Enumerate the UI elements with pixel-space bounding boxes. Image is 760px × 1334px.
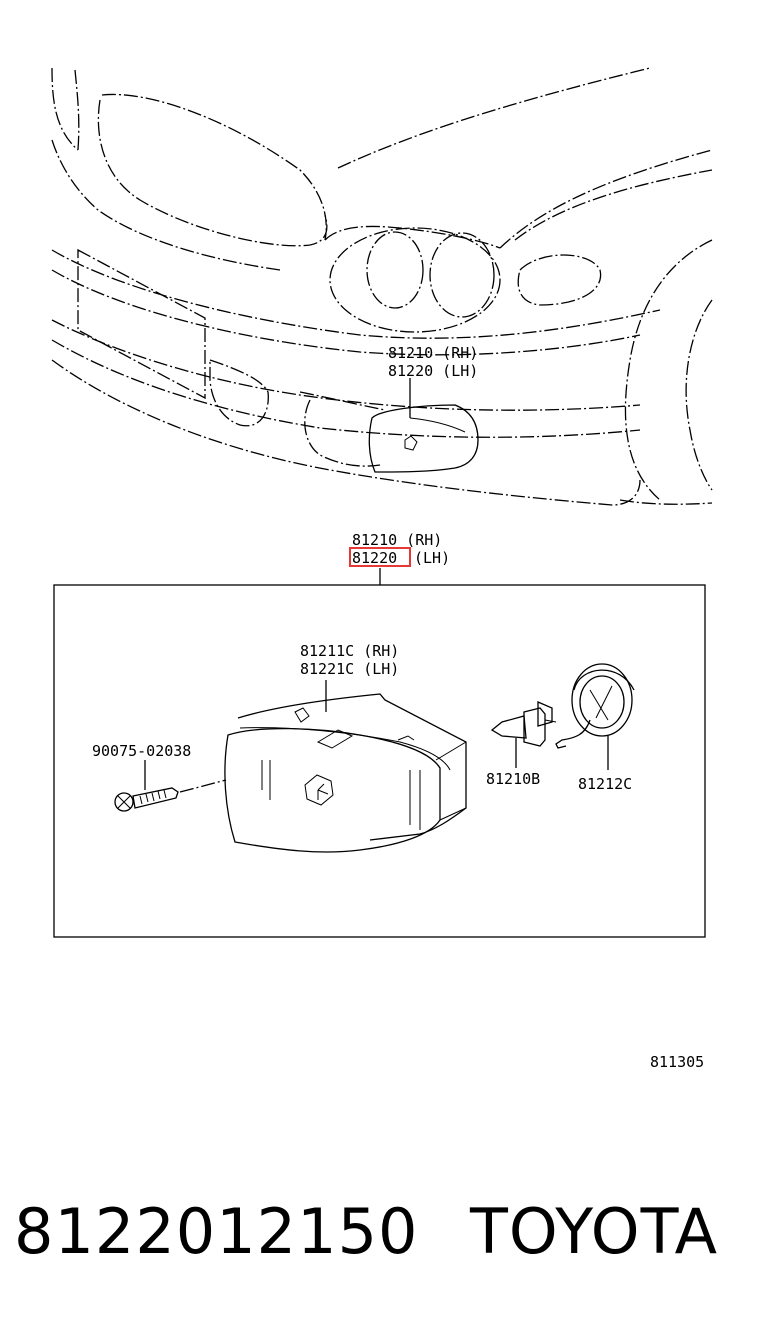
lens-callout-lh: 81221C (LH) — [300, 660, 399, 678]
exploded-view-svg: 81210 (RH) 81220 (LH) 81210 (RH) 81220 (… — [51, 67, 713, 1071]
fog-lamp-lens — [224, 680, 467, 853]
assembly-callout-rh: 81210 (RH) — [352, 531, 442, 549]
bulb-callout: 81210B — [486, 770, 540, 788]
screw-part — [114, 760, 227, 812]
footer: 8122012150 TOYOTA — [0, 1190, 760, 1280]
exploded-view-frame — [53, 584, 706, 938]
socket-callout: 81212C — [578, 775, 632, 793]
screw-callout: 90075-02038 — [92, 742, 191, 760]
assembly-callout-lh-suffix: (LH) — [414, 549, 450, 567]
highlighted-part-box — [349, 547, 411, 567]
car-callout-rh: 81210 (RH) — [388, 344, 478, 362]
bulb-part — [490, 701, 557, 768]
car-callout-lh: 81220 (LH) — [388, 362, 478, 380]
diagram-id: 811305 — [650, 1053, 704, 1071]
brand-name: TOYOTA — [470, 1195, 719, 1268]
car-front-outline — [51, 67, 713, 506]
assembly-callout-lh-code: 81220 — [352, 549, 397, 567]
part-number: 8122012150 — [14, 1195, 419, 1268]
lens-callout-rh: 81211C (RH) — [300, 642, 399, 660]
socket-part — [555, 663, 635, 770]
